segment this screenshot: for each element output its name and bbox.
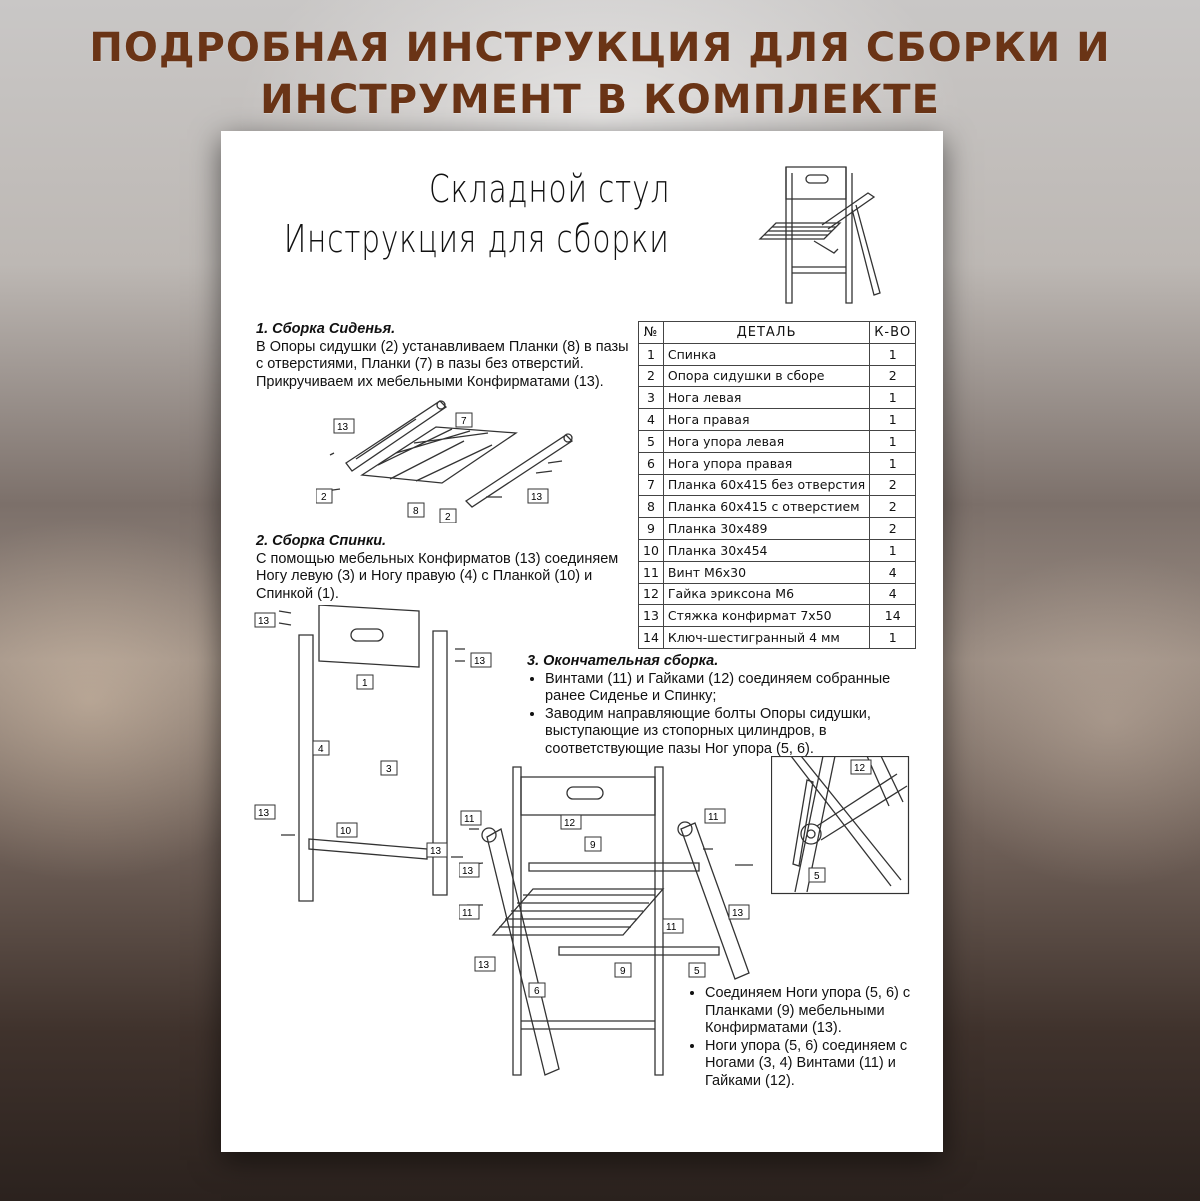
callout-3: 3 [386,764,392,775]
callout-9: 9 [590,840,596,851]
back-assembly-diagram: 13 1 13 4 3 13 10 13 [254,605,492,902]
col-qty: К-ВО [869,321,917,344]
section-final-heading: 3. Окончательная сборка. [527,653,719,669]
list-item: Соединяем Ноги упора (5, 6) с Планками (… [705,985,917,1038]
back-callouts: 13 1 13 4 3 13 10 13 [254,612,492,858]
sheet-title-line-2: Инструкция для сборки [284,217,670,261]
callout-13d: 13 [430,846,442,857]
callout-13b: 13 [531,492,543,503]
section-seat: 1. Сборка Сиденья. В Опоры сидушки (2) у… [256,321,636,391]
callout-11: 11 [464,814,475,825]
seat-callouts: 13 7 2 8 2 13 [316,412,549,523]
detail-callouts: 12 5 [808,759,872,883]
callout-11b: 11 [708,812,719,823]
callout-5: 5 [694,966,700,977]
callout-11c: 11 [462,908,473,919]
section-back-text: С помощью мебельных Конфирматов (13) сое… [256,550,619,602]
callout-13: 13 [462,866,474,877]
callout-13b: 13 [474,656,486,667]
callout-5: 5 [814,871,820,882]
section-final-list: Винтами (11) и Гайками (12) соединяем со… [527,671,907,759]
list-item: Винтами (11) и Гайками (12) соединяем со… [545,671,907,706]
section-final: 3. Окончательная сборка. Винтами (11) и … [527,653,907,758]
chair-thumbnail [758,166,881,304]
section-final-steps: Соединяем Ноги упора (5, 6) с Планками (… [687,985,917,1090]
section-back: 2. Сборка Спинки. С помощью мебельных Ко… [256,533,626,603]
section-back-heading: 2. Сборка Спинки. [256,533,387,549]
callout-13: 13 [337,422,349,433]
hinge-detail-diagram: 12 5 [771,756,910,895]
callout-12: 12 [564,818,576,829]
callout-10: 10 [340,826,352,837]
headline-line-2: ИНСТРУМЕНТ В КОМПЛЕКТЕ [260,77,940,123]
callout-11d: 11 [666,922,677,933]
seat-assembly-diagram: 13 7 2 8 2 13 [316,400,574,523]
final-assembly-diagram: 11 12 9 11 13 11 11 13 13 9 6 5 [459,766,753,1076]
list-item: Ноги упора (5, 6) соединяем с Ногами (3,… [705,1038,917,1091]
callout-9b: 9 [620,966,626,977]
parts-table-header: № ДЕТАЛЬ К-ВО [638,321,917,344]
callout-13c: 13 [258,808,270,819]
instruction-sheet: Складной стул Инструкция для сборки 1. С… [221,131,943,1152]
list-item: Заводим направляющие болты Опоры сидушки… [545,706,907,759]
callout-13: 13 [258,616,270,627]
callout-7: 7 [461,416,467,427]
callout-6: 6 [534,986,540,997]
callout-8: 8 [413,506,419,517]
col-number: № [638,321,664,344]
callout-2b: 2 [445,512,451,523]
final-callouts: 11 12 9 11 13 11 11 13 13 9 6 5 [459,808,750,998]
section-seat-heading: 1. Сборка Сиденья. [256,321,396,337]
section-seat-text: В Опоры сидушки (2) устанавливаем Планки… [256,338,629,390]
col-part: ДЕТАЛЬ [662,321,871,344]
sheet-title-line-1: Складной стул [428,167,670,211]
callout-4: 4 [318,744,324,755]
callout-2: 2 [321,492,327,503]
callout-13c: 13 [478,960,490,971]
section-final-list-2: Соединяем Ноги упора (5, 6) с Планками (… [687,985,917,1090]
callout-13b: 13 [732,908,744,919]
callout-1: 1 [362,678,368,689]
callout-12: 12 [854,763,866,774]
headline: ПОДРОБНАЯ ИНСТРУКЦИЯ ДЛЯ СБОРКИ И ИНСТРУ… [0,22,1200,126]
headline-line-1: ПОДРОБНАЯ ИНСТРУКЦИЯ ДЛЯ СБОРКИ И [89,25,1111,71]
